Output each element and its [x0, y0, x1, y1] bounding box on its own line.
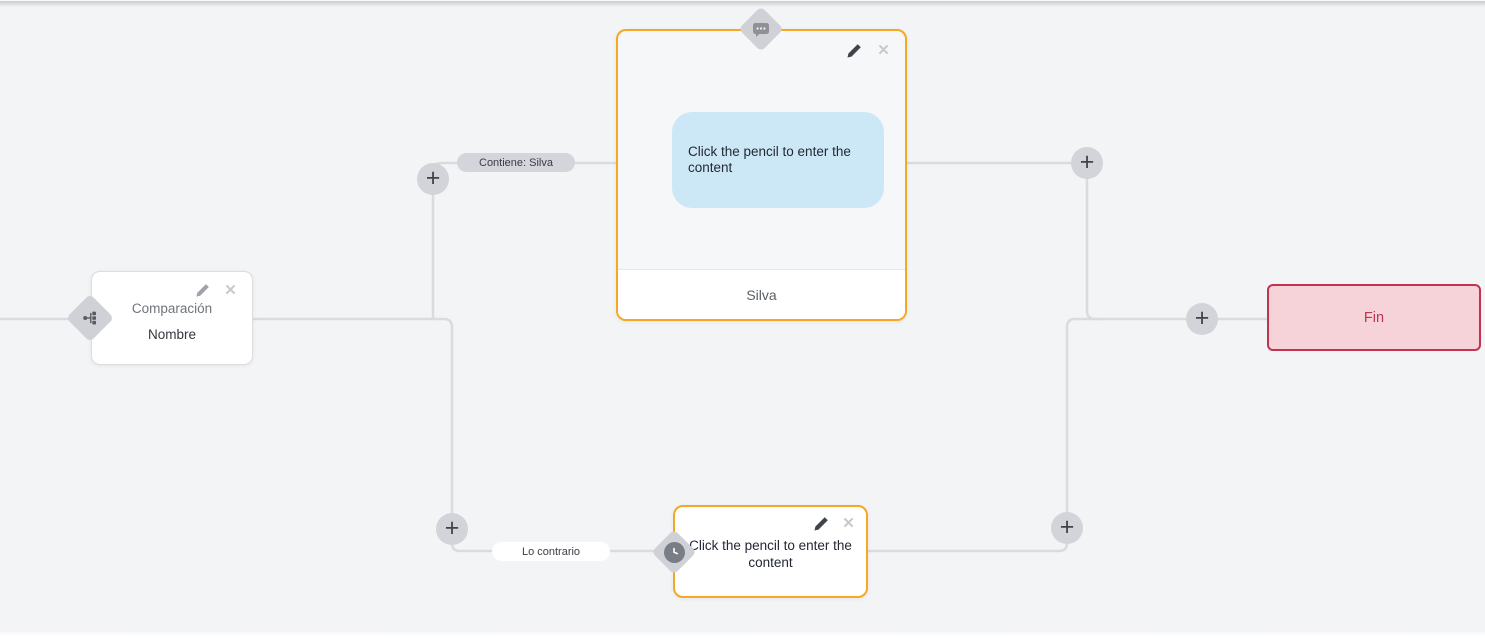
message-type-badge [738, 6, 784, 52]
message-footer-text: Silva [746, 286, 777, 303]
pencil-icon [196, 284, 209, 297]
comparison-type-badge [65, 293, 115, 343]
branch-icon [83, 311, 96, 325]
delay-type-badge [651, 529, 697, 575]
bottom-edge-shadow [0, 630, 1485, 638]
chat-icon [753, 22, 769, 37]
edge-label-contains: Contiene: Silva [457, 153, 575, 172]
close-icon[interactable]: ✕ [839, 514, 858, 533]
close-icon[interactable]: ✕ [874, 41, 893, 60]
edit-button[interactable] [844, 41, 863, 60]
node-title: Nombre [147, 327, 196, 342]
message-node[interactable]: ✕ Click the pencil to enter the content … [616, 29, 907, 321]
close-icon[interactable]: ✕ [221, 281, 240, 300]
delay-placeholder-text: Click the pencil to enter the content [689, 538, 852, 570]
end-node[interactable]: Fin [1267, 284, 1481, 351]
add-step-button-after-message[interactable]: + [1071, 147, 1103, 179]
message-placeholder-text: Click the pencil to enter the content [688, 143, 851, 175]
node-title-block: Comparación Nombre [92, 296, 252, 348]
clock-icon [673, 547, 678, 555]
end-node-label: Fin [1363, 309, 1385, 326]
pencil-icon [847, 43, 861, 57]
pencil-icon [814, 516, 828, 530]
edit-button[interactable] [193, 281, 212, 300]
comparison-node[interactable]: ✕ Comparación Nombre [91, 271, 253, 365]
edit-button[interactable] [811, 514, 830, 533]
top-edge-shadow [0, 0, 1485, 7]
add-step-button-branch-bottom[interactable]: + [436, 513, 468, 545]
add-step-button-before-end[interactable]: + [1186, 303, 1218, 335]
add-step-button-branch-top[interactable]: + [417, 163, 449, 195]
message-footer: Silva [618, 269, 905, 319]
delay-node[interactable]: ✕ Click the pencil to enter the content [673, 505, 868, 598]
edge-label-otherwise: Lo contrario [492, 542, 610, 561]
message-bubble: Click the pencil to enter the content [672, 112, 884, 208]
node-subtitle: Comparación [131, 301, 213, 316]
add-step-button-after-delay[interactable]: + [1051, 512, 1083, 544]
